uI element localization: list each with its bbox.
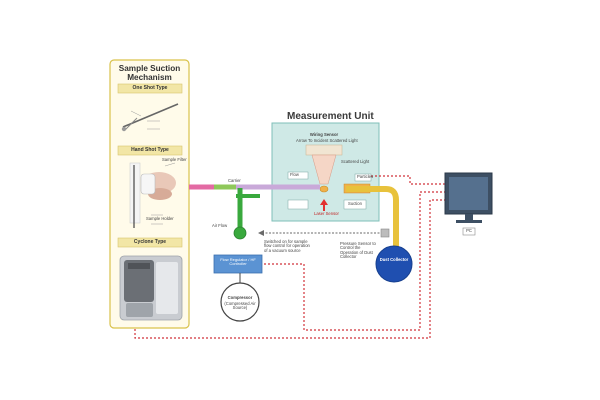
- signal-lines: [134, 175, 446, 339]
- flow-regulator-box: [213, 254, 263, 274]
- exhaust-pipe: [346, 186, 399, 248]
- section-header-hand-shot: [117, 145, 183, 156]
- pressure-sensor: [258, 228, 390, 238]
- sensor-name: Wiring Sensor: [309, 132, 339, 137]
- measurement-unit-title: Measurement Unit: [287, 111, 374, 122]
- dust-collector-label: Dust Collector: [379, 257, 409, 262]
- sample-holder-label: Sample Holder: [146, 216, 174, 221]
- carrier-label: Carrier: [228, 178, 241, 183]
- pc-monitor-icon: [444, 172, 493, 236]
- air-flow-label: Air Flow: [212, 223, 228, 228]
- valve-note: Switched on for sample flow control for …: [264, 239, 310, 253]
- pc-label: PC: [466, 228, 472, 233]
- flow-regulator-label: Flow Regulator / HF Controller: [220, 257, 256, 267]
- particles-label: Particles: [357, 174, 374, 179]
- compressor: [220, 273, 260, 322]
- panel-title-line-1: Sample Suction: [118, 64, 181, 73]
- pressure-note: Pressure Sensor to Control the Operation…: [340, 241, 376, 260]
- dust-collector: [375, 245, 413, 283]
- section-header-cyclone: [117, 237, 183, 248]
- hand-shot-tool-illustration: [129, 162, 176, 228]
- one-shot-tool-illustration: [121, 103, 179, 132]
- section-header-one-shot: [117, 83, 183, 94]
- compressor-label: Compressor: [227, 295, 253, 300]
- panel-title-line-2: Mechanism: [127, 73, 172, 82]
- air-flow-valve: [233, 226, 247, 240]
- hand-shot-filter-label: Sample Filter: [162, 157, 187, 162]
- cyclone-device-illustration: [119, 255, 183, 321]
- suction-label: Suction: [348, 201, 362, 206]
- section-label-hand-shot: Hand Shot Type: [131, 147, 169, 153]
- section-label-cyclone: Cyclone Type: [133, 239, 167, 245]
- scattered-light-label: Scattered Light: [341, 159, 370, 164]
- flow-label: Flow: [290, 172, 299, 177]
- sensor-sub: Arrow To Incident Scattered Light: [296, 138, 358, 143]
- compressor-sub-label: (Compressed Air Source): [224, 301, 256, 311]
- section-label-one-shot: One Shot Type: [132, 85, 168, 91]
- light-source-label: Laser Sensor: [314, 211, 339, 216]
